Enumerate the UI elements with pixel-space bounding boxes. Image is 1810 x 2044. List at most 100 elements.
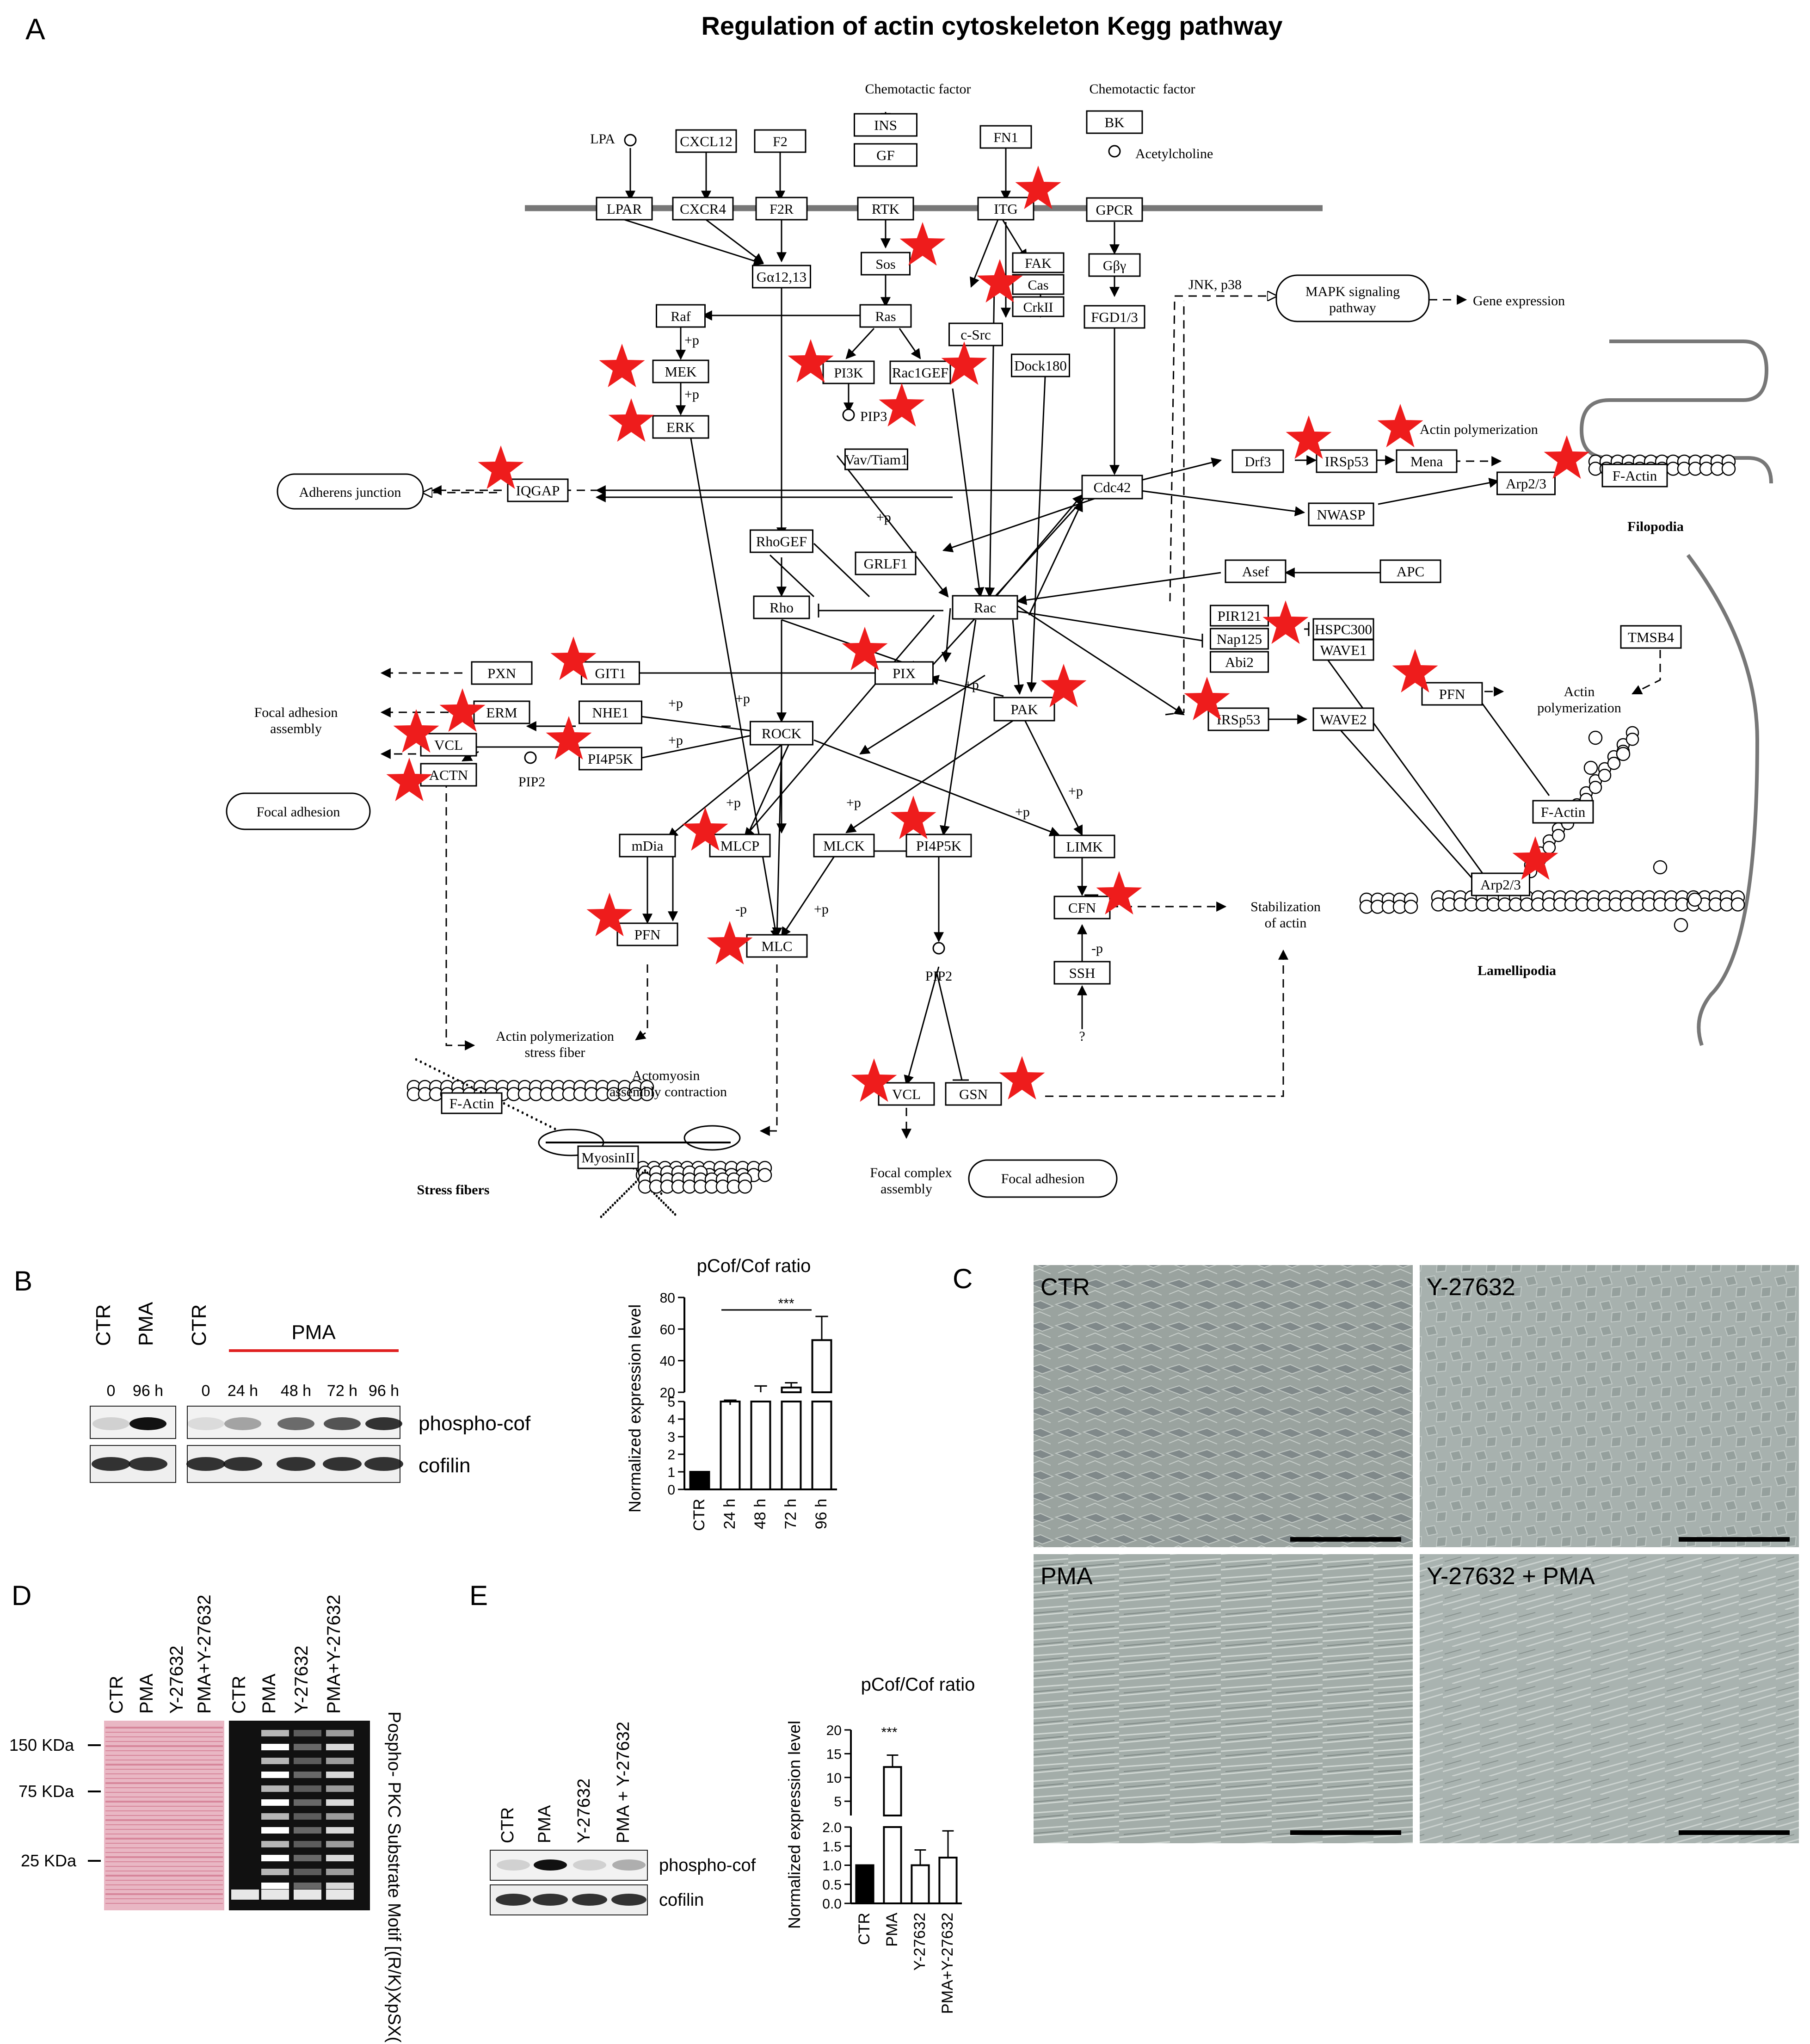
- d-band: [326, 1744, 354, 1750]
- node-dock: Dock180: [1011, 353, 1070, 377]
- focal-adhesion-assembly-2: assembly: [270, 721, 322, 736]
- d-band: [326, 1799, 354, 1806]
- e-band-phospho: [497, 1859, 530, 1871]
- b-band-phospho: [224, 1417, 261, 1430]
- star-11: [393, 709, 439, 753]
- node-label-ssh: SSH: [1069, 965, 1096, 981]
- bar-0: [855, 1864, 874, 1904]
- node-label-rho: Rho: [770, 599, 794, 616]
- actin-bead: [640, 1087, 654, 1101]
- actin-bead: [614, 1202, 616, 1204]
- focal-adhesion-assembly-1: Focal adhesion: [254, 705, 338, 720]
- node-label-pix: PIX: [893, 665, 916, 681]
- d-band: [261, 1758, 289, 1764]
- node-cxcl12: CXCL12: [675, 129, 737, 153]
- star-0: [1015, 166, 1061, 210]
- actin-bead: [628, 1188, 630, 1191]
- node-f2: F2: [754, 129, 806, 153]
- node-erm: ERM: [473, 700, 530, 724]
- b-band-phospho: [365, 1417, 402, 1430]
- y-tick-label: 4: [667, 1412, 675, 1427]
- d-band: [261, 1772, 289, 1778]
- b-ctr-2: CTR: [188, 1304, 210, 1346]
- node-cxcr4: CXCR4: [672, 197, 734, 221]
- actin-bead: [1730, 897, 1745, 912]
- mapk-label: MAPK signaling: [1305, 284, 1400, 299]
- actin-bead: [618, 1197, 621, 1200]
- node-label-lpar: LPAR: [607, 201, 642, 217]
- node-mdia: mDia: [619, 834, 676, 858]
- node-label-abi2: Abi2: [1225, 654, 1254, 670]
- e-band-cofilin: [572, 1894, 607, 1906]
- stabilization-label-b: of actin: [1265, 915, 1307, 931]
- p-label-9: +p: [846, 795, 861, 810]
- star-2: [977, 259, 1023, 303]
- d-band: [261, 1744, 289, 1750]
- actin-bead: [443, 1072, 445, 1075]
- actin-bead: [662, 1202, 665, 1204]
- node-mlcp: MLCP: [709, 834, 771, 858]
- d-bands: [231, 1730, 354, 1900]
- node-arp23b: Arp2/3: [1471, 872, 1530, 896]
- actin-bead: [530, 1116, 533, 1119]
- pip2-label-b: PIP2: [925, 969, 952, 984]
- star-8: [478, 445, 524, 489]
- b-time-1: 96 h: [133, 1382, 163, 1400]
- star-22: [1512, 836, 1558, 880]
- micrograph-y27632: [1420, 1265, 1799, 1547]
- pip3-label: PIP3: [860, 409, 887, 424]
- node-sos: Sos: [861, 252, 911, 276]
- star-10: [439, 688, 486, 732]
- category-label-0: CTR: [856, 1913, 873, 1945]
- node-label-myosin: MyosinII: [581, 1149, 634, 1166]
- star-12: [546, 716, 592, 760]
- d-band: [326, 1772, 354, 1778]
- p-label-4: +p: [964, 677, 979, 692]
- d-band: [261, 1785, 289, 1792]
- e-phospho-row-label: phospho-cof: [659, 1856, 756, 1875]
- pathway-diagram: CXCL12F2INSGFFN1BKLPARCXCR4F2RRTKITGGPCR…: [226, 81, 1773, 1218]
- node-rock: ROCK: [750, 721, 813, 746]
- actin-polymerization-2b: polymerization: [1537, 700, 1621, 716]
- d-band: [261, 1799, 289, 1806]
- b-band-phospho: [277, 1417, 314, 1430]
- d-lane-6: Y-27632: [291, 1645, 312, 1714]
- marker-150: 150 KDa: [9, 1735, 74, 1754]
- d-band-bottom: [261, 1890, 289, 1900]
- dashed-edges: [380, 296, 1661, 1139]
- d-band: [261, 1869, 289, 1875]
- actin-bead: [665, 1204, 667, 1207]
- actin-bead: [470, 1086, 473, 1089]
- d-band-bottom: [231, 1890, 259, 1900]
- node-nwasp: NWASP: [1308, 502, 1374, 526]
- d-band: [294, 1855, 321, 1861]
- node-label-csrc: c-Src: [960, 327, 991, 343]
- node-label-pxn: PXN: [487, 665, 516, 681]
- actin-bead: [1607, 757, 1621, 770]
- star-20: [1262, 600, 1309, 644]
- category-label-3: PMA+Y-27632: [939, 1913, 956, 2014]
- node-drf3: Drf3: [1231, 449, 1284, 473]
- b-ctr-1: CTR: [92, 1304, 115, 1346]
- pathway-edges: [462, 112, 1550, 1086]
- actin-bead: [433, 1068, 436, 1070]
- e-lane-2: Y-27632: [574, 1778, 594, 1843]
- node-label-nap125: Nap125: [1217, 631, 1262, 647]
- d-lane-1: PMA: [136, 1673, 157, 1714]
- actin-bead: [554, 1128, 556, 1130]
- b-band-cofilin: [364, 1457, 403, 1471]
- d-band: [326, 1813, 354, 1820]
- node-label-cxcr4: CXCR4: [680, 201, 726, 217]
- category-label-0: CTR: [690, 1499, 708, 1531]
- actin-bead: [1721, 462, 1736, 476]
- actin-bead: [632, 1183, 635, 1186]
- node-grlf1: GRLF1: [855, 551, 917, 575]
- star-21: [1392, 649, 1438, 693]
- star-3: [788, 339, 834, 383]
- d-band: [326, 1883, 354, 1889]
- node-label-fgd: FGD1/3: [1091, 309, 1138, 325]
- y-tick-label: 1.5: [822, 1839, 842, 1854]
- node-label-wave2: WAVE2: [1320, 711, 1367, 728]
